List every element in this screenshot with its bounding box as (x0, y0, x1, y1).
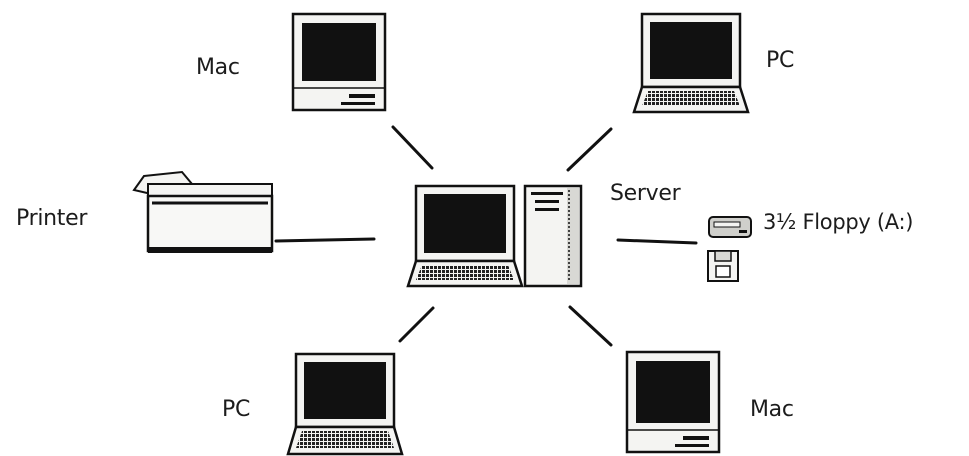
link-floppy (616, 238, 698, 245)
link-mac-bottom (568, 305, 613, 347)
server-tower-icon (523, 184, 583, 288)
pc-bottom-label: PC (222, 397, 251, 422)
floppy-drive-icon (708, 216, 752, 238)
link-mac-top (391, 125, 434, 170)
mac-bottom-label: Mac (750, 397, 794, 422)
printer-label: Printer (16, 206, 88, 231)
floppy-disk-icon (707, 250, 739, 282)
link-pc-bottom (398, 306, 435, 343)
connection-lines (274, 125, 698, 347)
floppy-label: 3½ Floppy (A:) (763, 210, 914, 234)
laptop-icon (286, 352, 404, 456)
printer-icon (132, 170, 274, 253)
laptop-icon (632, 12, 750, 114)
server-label: Server (610, 181, 681, 206)
hub-laptop-icon (406, 184, 524, 288)
mac-desktop-icon (291, 12, 387, 112)
mac-desktop-icon (625, 350, 721, 454)
mac-top-label: Mac (196, 55, 240, 80)
link-pc-top (566, 127, 613, 172)
pc-top-label: PC (766, 48, 795, 73)
link-printer (274, 237, 376, 243)
